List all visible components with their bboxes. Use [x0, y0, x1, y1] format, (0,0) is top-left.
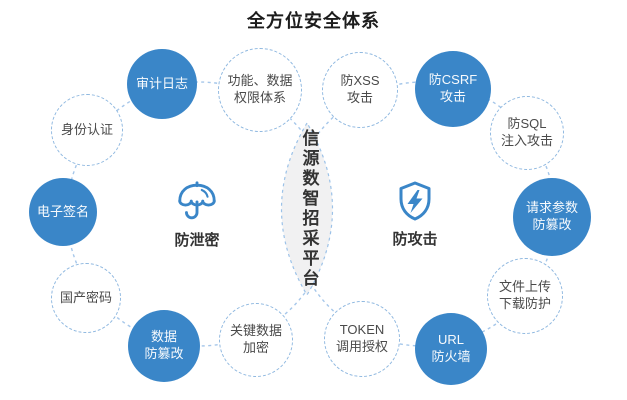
node-label: 数据 — [150, 329, 177, 345]
node-data-antitamper: 数据 防篡改 — [128, 310, 200, 382]
umbrella-icon — [178, 181, 216, 220]
node-label: TOKEN — [339, 322, 385, 338]
attack-prevention-label: 防攻击 — [392, 231, 438, 248]
node-label: 国产密码 — [59, 289, 112, 305]
node-label: 功能、数据 — [227, 73, 293, 89]
node-label: 电子签名 — [36, 203, 89, 219]
center-lens-shape — [280, 121, 334, 297]
node-label: 下载防护 — [498, 296, 551, 311]
attack-prevention-group: 防攻击 — [386, 179, 444, 249]
node-request-param-antitamper: 请求参数 防篡改 — [513, 178, 591, 256]
shield-lightning-icon — [399, 181, 431, 221]
node-file-upload-download-protection: 文件上传 下载防护 — [487, 258, 563, 334]
node-label: 防XSS — [340, 73, 380, 89]
node-permission-system: 功能、数据 权限体系 — [218, 48, 302, 132]
node-label: 攻击 — [346, 90, 373, 105]
node-label: 防CSRF — [428, 72, 478, 88]
page-title: 全方位安全体系 — [247, 11, 380, 31]
node-audit-log: 审计日志 — [127, 49, 197, 119]
node-label: 身份认证 — [60, 121, 113, 137]
node-label: URL — [437, 332, 464, 348]
node-identity-auth: 身份认证 — [51, 94, 123, 166]
node-label: 加密 — [242, 340, 269, 355]
node-anti-csrf: 防CSRF 攻击 — [415, 51, 491, 127]
node-e-signature: 电子签名 — [29, 178, 97, 246]
node-label: 关键数据 — [229, 323, 282, 339]
node-label: 防火墙 — [431, 349, 471, 364]
node-anti-sql-injection: 防SQL 注入攻击 — [490, 96, 564, 170]
node-token-auth: TOKEN 调用授权 — [324, 301, 400, 377]
node-label: 攻击 — [439, 89, 466, 104]
leak-prevention-group: 防泄密 — [168, 178, 226, 250]
node-label: 审计日志 — [135, 75, 188, 91]
node-anti-xss: 防XSS 攻击 — [322, 52, 398, 128]
node-label: 文件上传 — [498, 279, 551, 295]
platform-name: 信源数智招采平台 — [299, 129, 319, 289]
node-label: 防篡改 — [532, 217, 572, 232]
node-label: 调用授权 — [335, 339, 388, 354]
node-key-data-encrypt: 关键数据 加密 — [219, 303, 293, 377]
node-domestic-crypto: 国产密码 — [51, 263, 121, 333]
node-label: 注入攻击 — [500, 133, 553, 148]
node-label: 防篡改 — [144, 346, 184, 361]
leak-prevention-label: 防泄密 — [174, 232, 220, 249]
node-label: 权限体系 — [233, 90, 286, 105]
node-url-firewall: URL 防火墙 — [415, 313, 487, 385]
node-label: 防SQL — [507, 116, 547, 132]
node-label: 请求参数 — [525, 200, 578, 216]
